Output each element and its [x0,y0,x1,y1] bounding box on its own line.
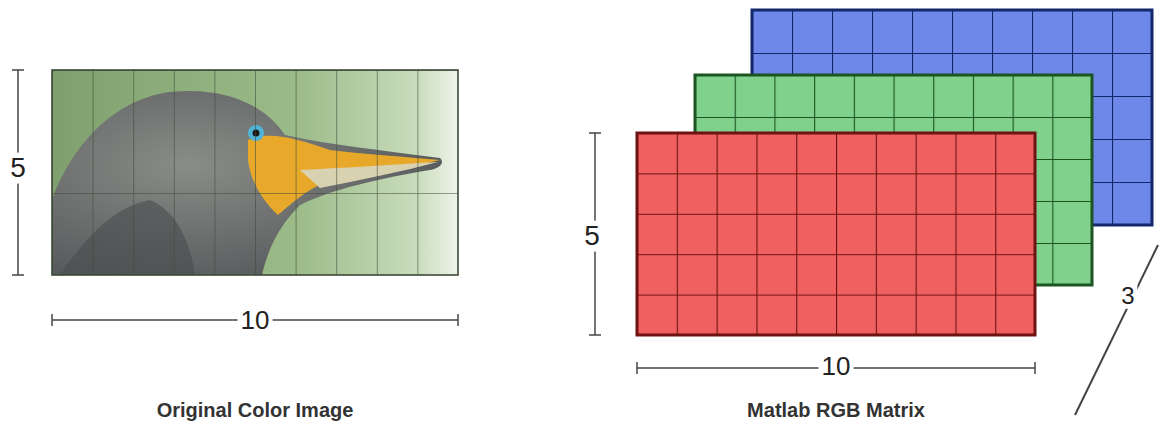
dimension-label: 10 [238,306,273,335]
dimension-label: 3 [1118,283,1137,309]
dimension-label: 5 [581,221,603,252]
dimension-lines [12,70,458,326]
rgb-matrix [637,10,1152,335]
dimension-lines [589,133,1158,415]
caption: Matlab RGB Matrix [744,399,928,421]
caption: Original Color Image [154,399,357,421]
dimension-label: 10 [819,352,854,381]
dimension-label: 5 [7,153,29,184]
bird-photo [52,70,458,275]
